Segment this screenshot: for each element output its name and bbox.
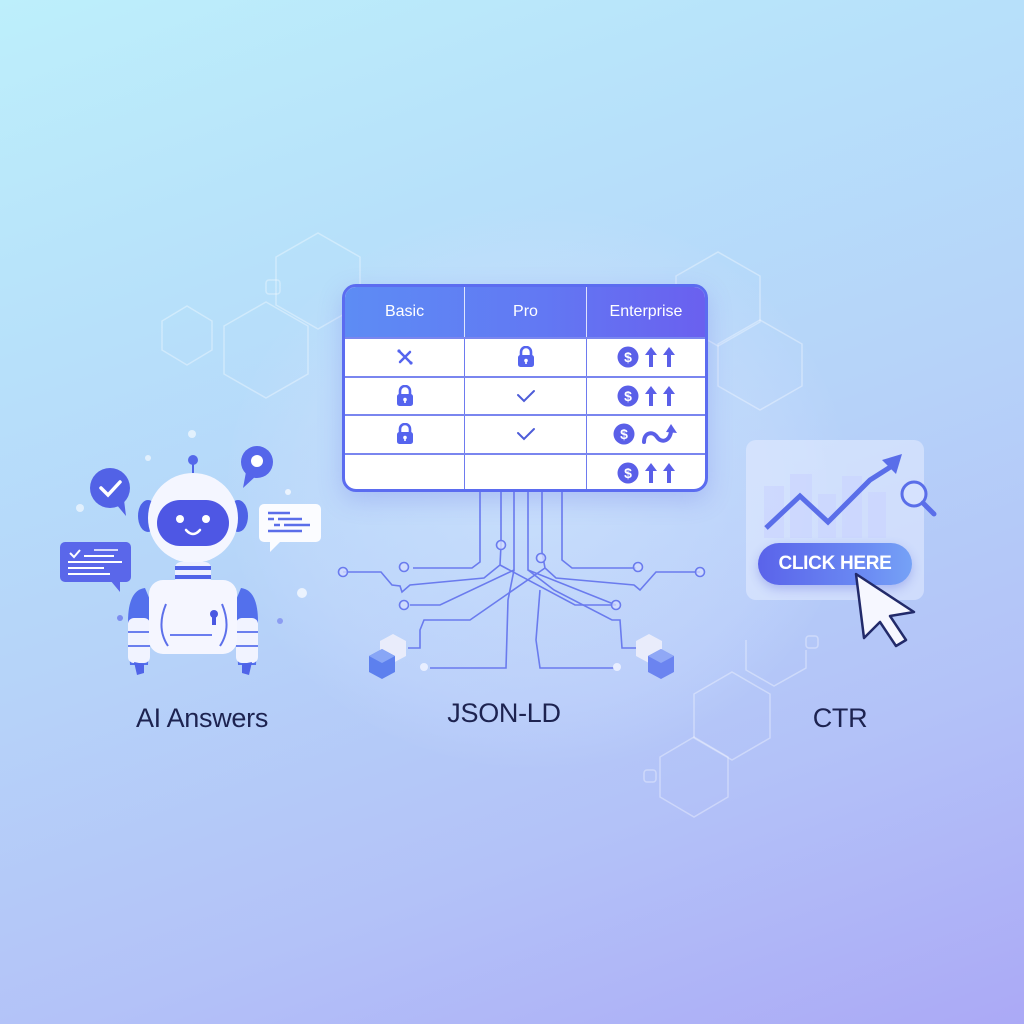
table-row: $ (345, 337, 705, 376)
click-here-button[interactable]: CLICK HERE (758, 543, 912, 585)
circuit-nodes (337, 539, 706, 611)
shuffle-icon (396, 349, 413, 365)
json-ld-label: JSON-LD (447, 698, 561, 728)
cell-pro (465, 454, 587, 489)
cell-pro (465, 377, 587, 414)
cell-pro (465, 416, 587, 453)
lock-icon (396, 423, 413, 445)
dollar-icon: $ (617, 385, 639, 407)
dollar-icon: $ (617, 462, 639, 484)
cell-basic (345, 339, 465, 376)
column-header-basic: Basic (345, 287, 465, 337)
table-header: Basic Pro Enterprise (345, 287, 705, 337)
pricing-table: Basic Pro Enterprise $ (342, 284, 708, 492)
dollar-icon: $ (617, 346, 639, 368)
column-header-pro: Pro (465, 287, 587, 337)
arrow-up-icon (663, 385, 675, 406)
arrow-up-icon (645, 347, 657, 368)
robot-illustration (76, 430, 307, 675)
cell-basic (345, 454, 465, 489)
cube-left-icon (369, 634, 406, 679)
svg-text:$: $ (624, 388, 632, 404)
checklist-bubble-icon (60, 542, 131, 592)
cube-right-icon (636, 634, 674, 679)
table-row: $ (345, 375, 705, 415)
arrow-up-icon (663, 462, 675, 483)
check-icon (516, 428, 535, 441)
cell-pro (465, 339, 587, 376)
cell-enterprise: $ (587, 455, 705, 490)
text-bubble-icon (259, 504, 321, 552)
table-row: $ (345, 414, 705, 453)
svg-text:$: $ (624, 349, 632, 365)
cell-enterprise: $ (587, 378, 705, 415)
check-icon (516, 389, 535, 403)
ai-answers-label: AI Answers (135, 703, 269, 733)
circuit-endpoints (420, 663, 621, 671)
wave-arrow-icon (642, 424, 677, 445)
magnifier-icon (900, 480, 937, 517)
cell-basic (345, 416, 465, 453)
arrow-up-icon (645, 462, 657, 483)
trend-chart-icon (764, 454, 937, 538)
location-bubble-icon (241, 446, 273, 488)
ctr-label: CTR (812, 703, 868, 733)
svg-text:$: $ (620, 426, 628, 442)
arrow-up-icon (645, 385, 657, 406)
cell-enterprise: $ (587, 416, 705, 453)
cell-basic (345, 377, 465, 414)
circuit-lines (343, 492, 700, 669)
dollar-icon: $ (613, 423, 635, 445)
lock-icon (517, 346, 534, 368)
cursor-pointer-icon (854, 572, 916, 648)
check-bubble-icon (90, 468, 130, 516)
hexagon-pattern (161, 232, 819, 818)
column-header-enterprise: Enterprise (609, 303, 683, 320)
cell-enterprise: $ (587, 339, 705, 376)
table-row: $ (345, 452, 705, 490)
arrow-up-icon (663, 347, 675, 368)
svg-text:$: $ (624, 465, 632, 481)
lock-icon (396, 384, 413, 406)
